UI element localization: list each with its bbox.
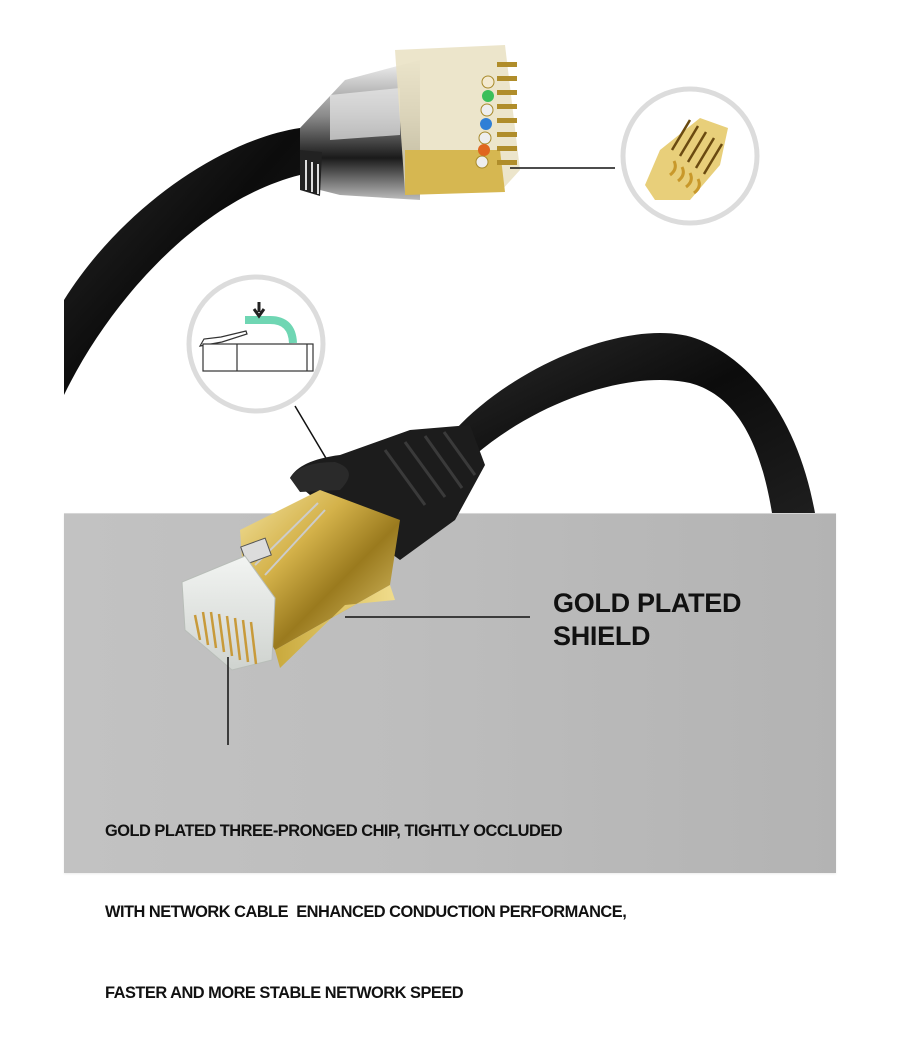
arching-cable (455, 333, 815, 513)
upper-cable (64, 128, 300, 395)
shield-label-line-1: GOLD PLATED (553, 588, 742, 618)
press-arrow-icon (252, 302, 266, 319)
colored-wire-pins (475, 62, 517, 169)
chip-description-line-2: WITH NETWORK CABLE ENHANCED CONDUCTION P… (105, 903, 627, 921)
lower-connector-boot (290, 425, 485, 560)
chip-description-line-1: GOLD PLATED THREE-PRONGED CHIP, TIGHTLY … (105, 822, 563, 840)
chip-description-line-3: FASTER AND MORE STABLE NETWORK SPEED (105, 984, 464, 1002)
lower-gold-connector (181, 490, 530, 745)
shield-label-line-2: SHIELD (553, 621, 651, 651)
gray-backdrop-panel (64, 513, 836, 873)
chip-description: GOLD PLATED THREE-PRONGED CHIP, TIGHTLY … (105, 764, 627, 1061)
top-connector (300, 45, 615, 200)
latch-teal-icon (245, 316, 297, 344)
ethernet-cable-illustration (64, 45, 815, 745)
latch-inset (186, 274, 334, 471)
gold-pins-inset (620, 86, 760, 226)
